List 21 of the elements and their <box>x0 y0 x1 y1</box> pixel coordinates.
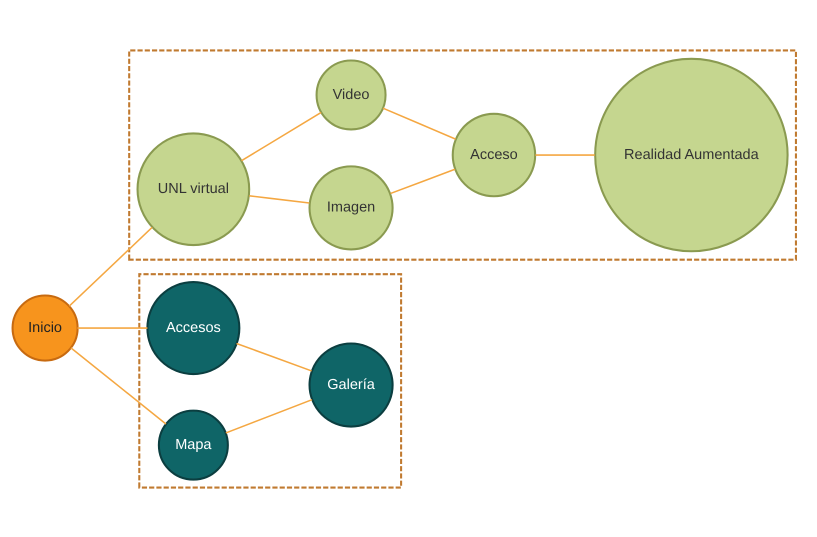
connector <box>382 106 456 140</box>
connector <box>70 346 166 424</box>
connector <box>535 154 595 156</box>
node-circle: Mapa <box>158 409 229 480</box>
node-circle: Accesos <box>146 280 240 375</box>
connector <box>78 326 148 328</box>
connector <box>236 342 312 372</box>
connector <box>226 398 312 434</box>
node-circle: Acceso <box>452 112 536 197</box>
node-circle: Galería <box>308 342 394 428</box>
node-circle: Video <box>316 58 387 130</box>
node-circle: Realidad Aumentada <box>594 57 789 252</box>
connector <box>390 168 456 194</box>
connector <box>241 111 322 161</box>
node-circle: Inicio <box>12 294 79 362</box>
cluster <box>138 272 402 488</box>
connector <box>249 194 310 204</box>
node-circle: UNL virtual <box>136 132 250 246</box>
node-circle: Imagen <box>308 164 394 250</box>
connector <box>68 226 153 306</box>
cluster <box>128 48 797 260</box>
